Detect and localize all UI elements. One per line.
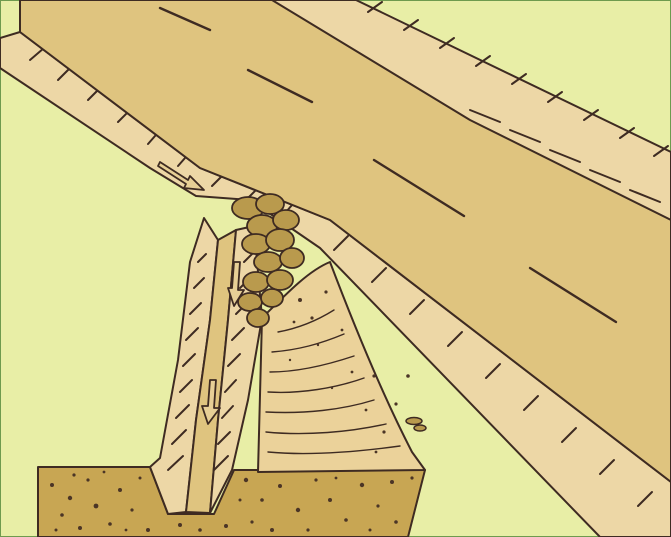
loose-pebble — [406, 418, 422, 425]
soil-layer — [38, 467, 425, 537]
loose-pebble — [414, 425, 426, 431]
